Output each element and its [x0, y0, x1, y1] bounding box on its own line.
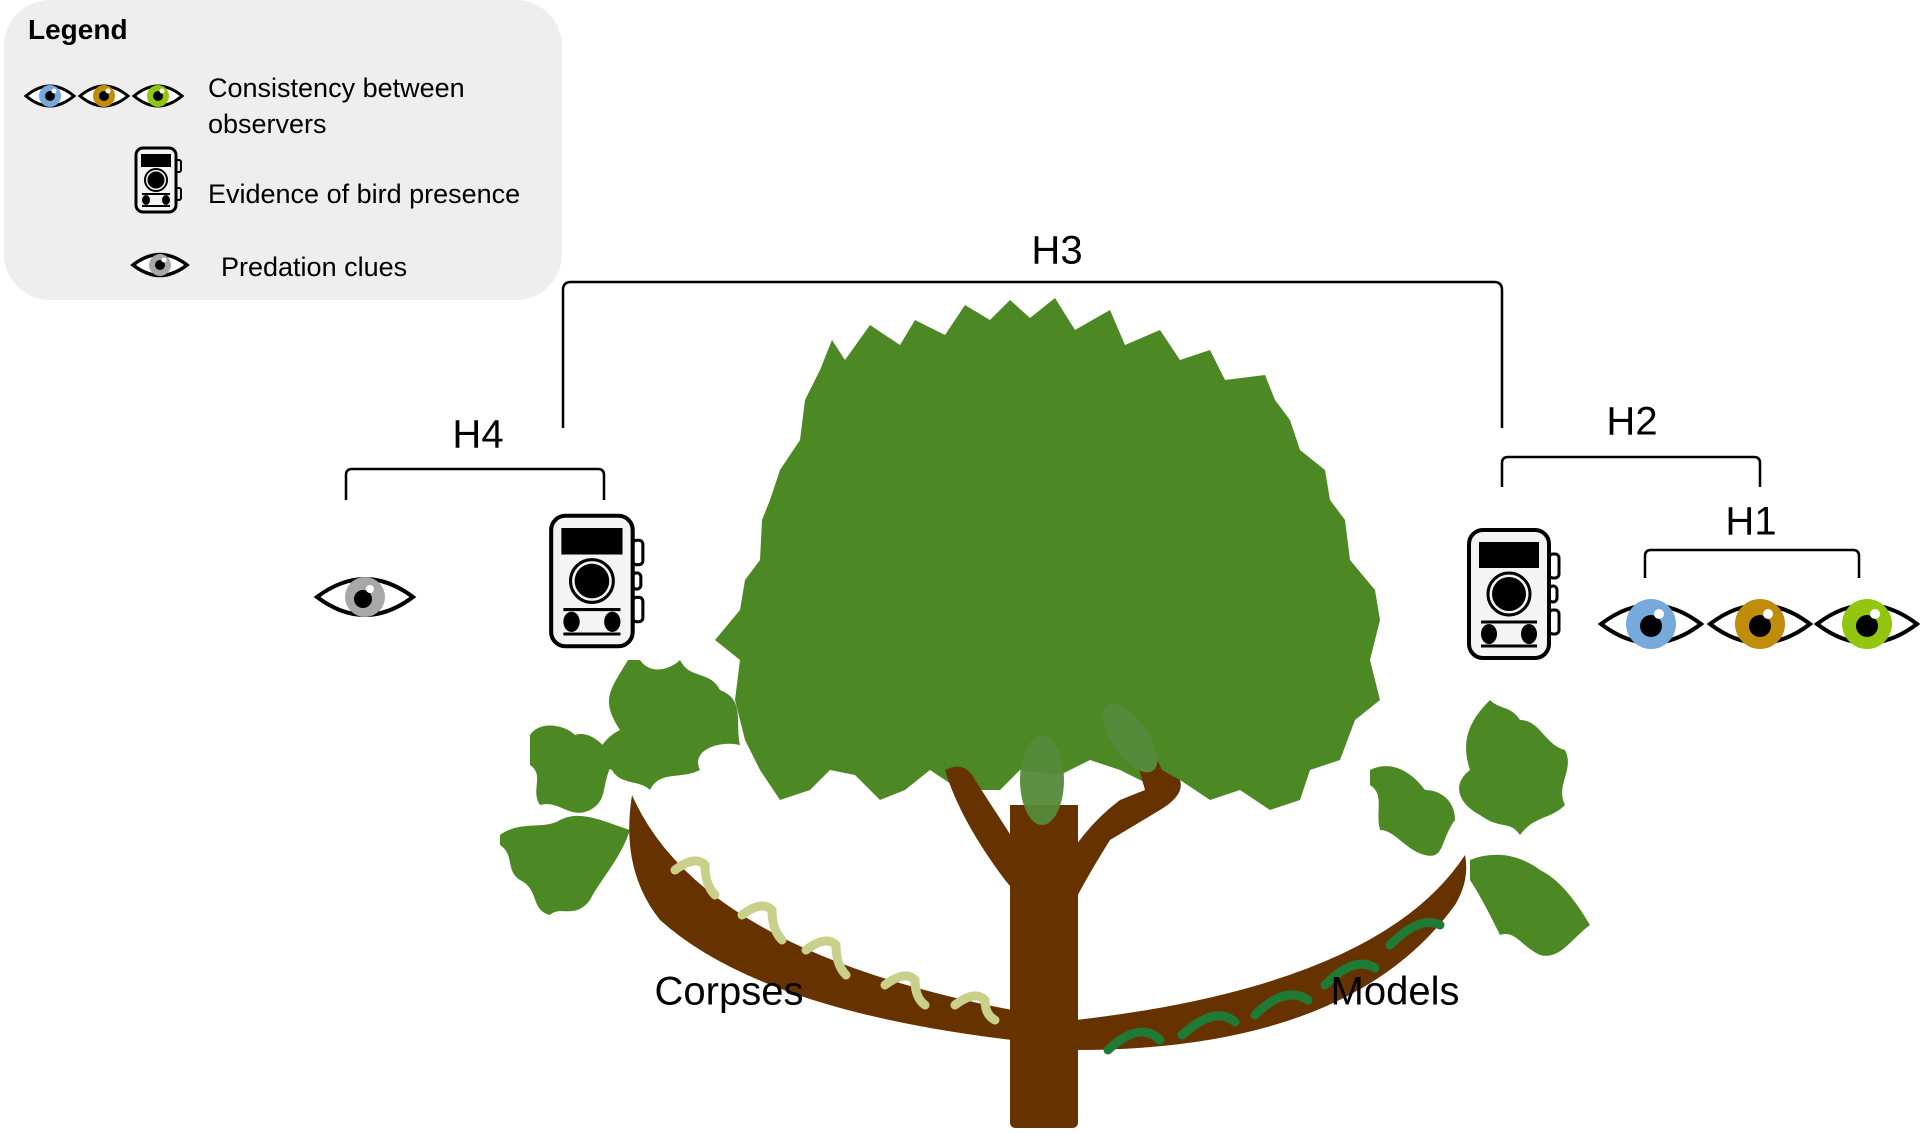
label-h2: H2: [1606, 399, 1658, 444]
model: [1103, 1027, 1165, 1055]
label-models: Models: [1330, 969, 1460, 1014]
bracket-h3: [561, 280, 1504, 428]
eye-brown-icon: [77, 84, 131, 108]
predation-clue-eye-icon: [313, 577, 417, 617]
label-h4: H4: [452, 412, 504, 457]
foreground-leaf: [1102, 703, 1158, 773]
tree-canopy: [500, 298, 1590, 956]
caterpillar-models: [1103, 918, 1445, 1055]
camera-trap-icon: [134, 146, 182, 214]
observer-eye-green-icon: [1813, 599, 1920, 649]
bracket-h2: [1500, 455, 1762, 487]
legend-box: Legend Consistency between observers Evi…: [4, 0, 562, 300]
grey-eye-icon: [130, 252, 190, 278]
label-h1: H1: [1725, 499, 1777, 544]
observer-eye-brown-icon: [1706, 599, 1814, 649]
bracket-h4: [344, 467, 606, 500]
legend-title: Legend: [28, 14, 128, 45]
corpse: [950, 991, 1000, 1025]
legend-label-consistency: Consistency between observers: [208, 73, 465, 139]
model: [1177, 1011, 1240, 1040]
model: [1250, 990, 1313, 1020]
legend-label-predation: Predation clues: [221, 252, 408, 282]
eye-blue-icon: [24, 84, 77, 108]
model: [1385, 918, 1445, 950]
model: [1320, 959, 1380, 990]
corpse: [801, 936, 851, 980]
right-branch: [1076, 855, 1467, 1050]
caterpillar-corpses: [670, 856, 1000, 1025]
observer-eye-blue-icon: [1598, 599, 1705, 649]
eye-green-icon: [131, 84, 185, 108]
corpse: [880, 971, 930, 1010]
label-h3: H3: [1031, 228, 1083, 273]
observer-eyes-icon: [1598, 599, 1920, 649]
legend-label-bird-presence: Evidence of bird presence: [208, 179, 521, 209]
bracket-h1: [1643, 548, 1861, 578]
three-colored-eyes-icon: [24, 84, 185, 108]
tree-trunk: [945, 754, 1181, 1128]
left-oak-leaves: [500, 660, 740, 915]
camera-trap-right-icon: [1467, 528, 1561, 660]
corpse: [670, 856, 720, 900]
label-corpses: Corpses: [654, 969, 804, 1014]
right-oak-leaves: [1370, 700, 1590, 956]
left-branch: [629, 795, 1012, 1040]
camera-trap-left-icon: [549, 513, 645, 649]
corpse: [737, 901, 787, 945]
foreground-leaf: [1020, 735, 1064, 825]
